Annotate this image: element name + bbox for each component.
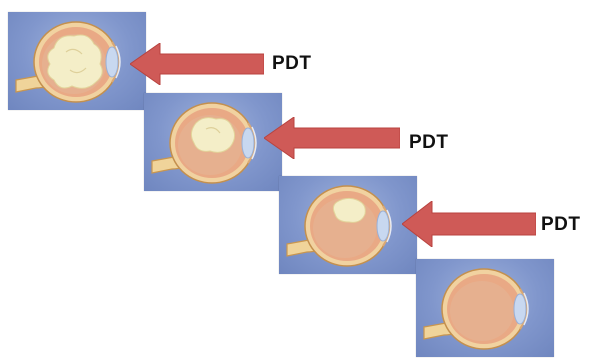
pdt-label-step-1: PDT	[272, 53, 312, 75]
pdt-label-step-2: PDT	[409, 132, 449, 154]
pdt-label-step-3: PDT	[541, 214, 581, 236]
eye-illustration	[416, 259, 554, 357]
tumor-mass	[333, 198, 365, 222]
arrow-step-3	[402, 201, 536, 247]
eye-panel-stage-4	[416, 259, 554, 357]
arrow-step-2	[264, 117, 400, 159]
eye-panel-stage-3	[279, 176, 417, 274]
eye-panel-stage-1	[8, 12, 146, 110]
tumor-mass	[191, 118, 234, 153]
eye-illustration	[144, 93, 282, 191]
arrow-step-1	[130, 43, 264, 85]
eye-panel-stage-2	[144, 93, 282, 191]
eye-illustration	[279, 176, 417, 274]
eye-illustration	[8, 12, 146, 110]
